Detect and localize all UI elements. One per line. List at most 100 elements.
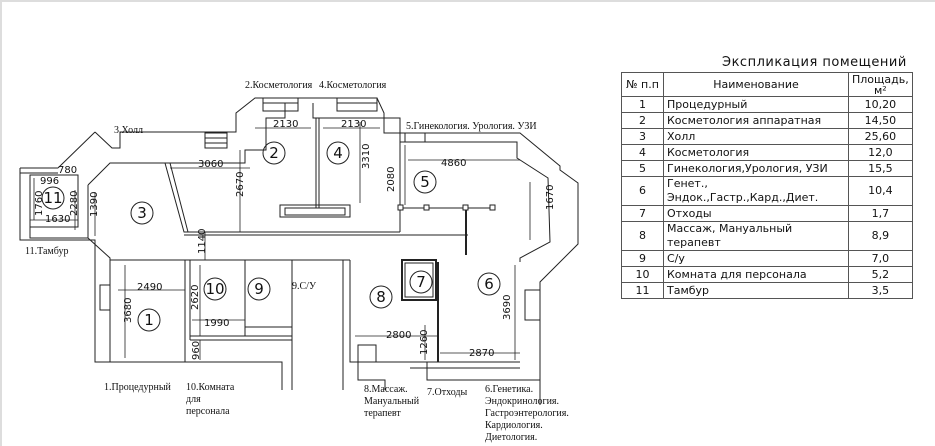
room-marker-3 [130,201,154,225]
cell-area: 3,5 [848,282,913,299]
cell-num: 7 [621,205,664,222]
label-room-6: 6.Генетика. Эндокринология. Гастроэнтеро… [485,384,569,444]
room-number-9: 9 [254,280,264,298]
label-room-10-line: 10.Комната [186,382,235,393]
label-room-8: 8.Массаж. Мануальный терапевт [364,384,419,420]
cell-name: Комната для персонала [663,266,849,283]
cell-num: 3 [621,128,664,145]
cell-area: 12,0 [848,144,913,161]
cell-name: Косметология [663,144,849,161]
dim-2670: 2670 [235,172,246,197]
dim-1630: 1630 [45,214,70,225]
cell-area: 1,7 [848,205,913,222]
room-number-6: 6 [484,275,494,293]
label-room-8-line: 8.Массаж. [364,384,408,395]
cell-num: 5 [621,160,664,177]
cell-name: Холл [663,128,849,145]
cell-num: 9 [621,250,664,267]
label-room-2: 2.Косметология [245,80,313,91]
room-number-1: 1 [144,311,154,329]
room-numbers: 1 2 3 4 5 6 7 8 9 10 11 [43,144,493,329]
room-number-5: 5 [420,173,430,191]
cell-area: 10,4 [848,176,913,206]
cell-name: Тамбур [663,282,849,299]
room-marker-4 [326,141,350,165]
label-room-9: 9.С/У [292,281,317,292]
label-room-8-line: Мануальный [364,396,420,407]
dimension-values: 996 780 1760 2280 1630 1390 3060 2670 11… [34,119,556,360]
cell-name: Генет., Эндок.,Гастр.,Кард.,Диет. [663,176,849,206]
dim-1670: 1670 [545,185,556,210]
dim-780: 780 [58,165,77,176]
room-marker-10 [203,277,227,301]
room-number-11: 11 [43,189,62,207]
label-room-7: 7.Отходы [427,387,468,398]
room-number-2: 2 [269,144,279,162]
cell-area: 8,9 [848,221,913,251]
dim-2130-b: 2130 [341,119,366,130]
cell-num: 8 [621,221,664,251]
label-room-8-line: терапевт [364,408,401,419]
dimension-lines [30,122,531,360]
room-number-8: 8 [376,288,386,306]
room-number-7: 7 [416,273,426,291]
room-marker-8 [369,285,393,309]
cell-name: Отходы [663,205,849,222]
cell-num: 10 [621,266,664,283]
cell-name: С/у [663,250,849,267]
room-number-3: 3 [137,204,147,222]
cell-area: 25,60 [848,128,913,145]
cell-num: 4 [621,144,664,161]
room-number-4: 4 [333,144,343,162]
room-marker-9 [247,277,271,301]
label-room-5: 5.Гинекология. Урология. УЗИ [406,121,537,132]
dim-4860: 4860 [441,158,466,169]
interior-walls [20,118,496,363]
cell-name: Процедурный [663,96,849,113]
room-marker-7 [409,270,433,294]
cell-name: Массаж, Мануальный терапевт [663,221,849,251]
label-room-6-line: Эндокринология. [485,396,560,407]
label-room-6-line: 6.Генетика. [485,384,534,395]
room-number-10: 10 [205,280,224,298]
dim-1390: 1390 [89,192,100,217]
explication-header-row: № п.п Наименование Площадь, м² [621,72,913,97]
label-room-6-line: Диетология. [485,432,538,443]
label-room-3: 3.Холл [114,125,143,136]
room-circles [41,141,501,332]
cell-num: 11 [621,282,664,299]
explication-title: Экспликация помещений [722,55,907,70]
dim-2130-a: 2130 [273,119,298,130]
dim-2800: 2800 [386,330,411,341]
room-marker-6 [477,272,501,296]
header-num: № п.п [621,72,664,97]
dim-2280: 2280 [69,191,80,216]
cell-num: 2 [621,112,664,129]
dim-996: 996 [40,176,59,187]
dim-2870: 2870 [469,348,494,359]
cell-name: Косметология аппаратная [663,112,849,129]
label-room-10: 10.Комната для персонала [186,382,234,418]
dim-2490: 2490 [137,282,162,293]
cell-num: 6 [621,176,664,206]
header-area: Площадь, м² [848,72,913,97]
cell-area: 14,50 [848,112,913,129]
label-room-10-line: для [186,394,201,405]
room-marker-2 [262,141,286,165]
dim-3310: 3310 [361,144,372,169]
label-room-1: 1.Процедурный [104,382,171,393]
dim-1140: 1140 [197,229,208,254]
room-marker-1 [137,308,161,332]
cell-area: 15,5 [848,160,913,177]
